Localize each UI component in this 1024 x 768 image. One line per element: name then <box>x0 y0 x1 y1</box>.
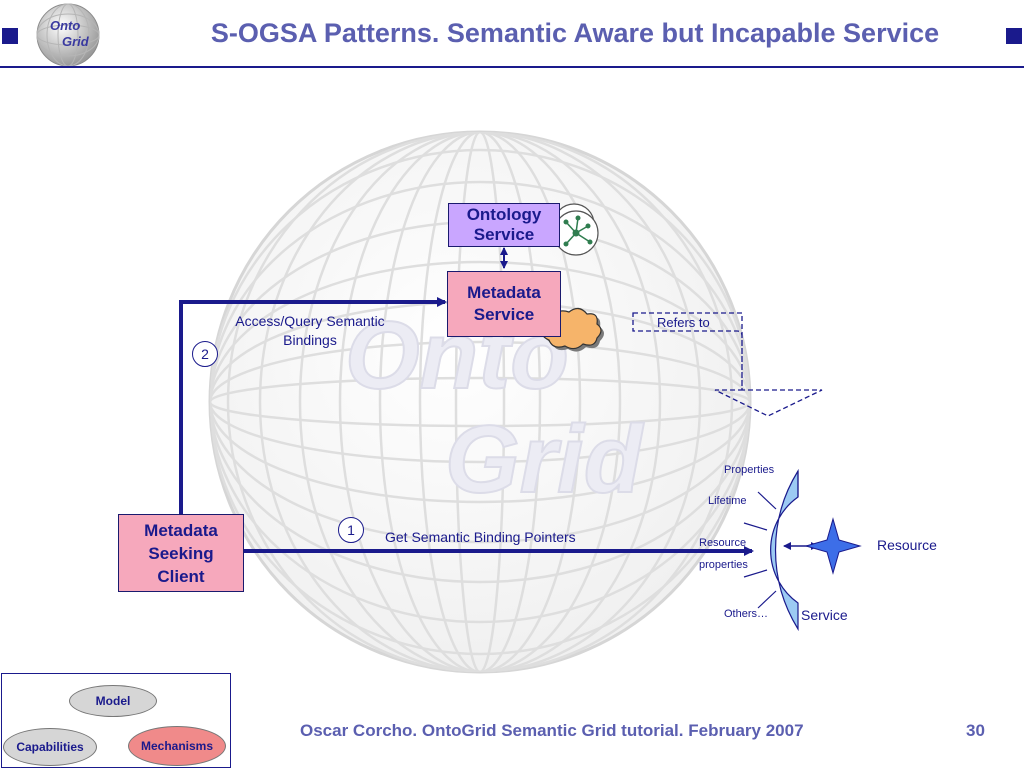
ontology-service-line1: Ontology <box>466 205 542 224</box>
service-part-resource: Resource <box>699 537 747 549</box>
metadata-seeking-client-box: Metadata Seeking Client <box>118 514 244 592</box>
slide-title: S-OGSA Patterns. Semantic Aware but Inca… <box>210 18 940 48</box>
resource-label: Resource <box>877 537 937 553</box>
metadata-service-box: Metadata Service <box>447 271 561 337</box>
header-square-left <box>2 28 18 44</box>
page-number: 30 <box>966 721 985 740</box>
logo-text-grid: Grid <box>62 34 90 49</box>
ontology-service-box: Ontology Service <box>448 203 560 247</box>
step1-number: 1 <box>338 517 364 543</box>
step1-label: Get Semantic Binding Pointers <box>385 529 576 545</box>
step2-label-line1: Access/Query Semantic <box>235 313 385 329</box>
refers-to-callout <box>632 312 823 417</box>
client-line3: Client <box>157 566 205 586</box>
service-part-others: Others… <box>724 608 769 620</box>
client-line2: Seeking <box>148 543 214 563</box>
service-part-properties2: properties <box>699 559 748 571</box>
metadata-service-line1: Metadata <box>467 283 541 302</box>
network-icon <box>553 203 599 256</box>
watermark-grid: Grid <box>445 406 645 513</box>
arrow-access-query <box>179 297 447 514</box>
title-underline <box>0 66 1024 68</box>
step2-label-line2: Bindings <box>283 332 337 348</box>
step2-number: 2 <box>192 341 218 367</box>
refers-to-label: Refers to <box>657 315 710 330</box>
service-part-properties: Properties <box>724 464 775 476</box>
resource-star-icon <box>804 517 862 575</box>
service-shape <box>743 468 799 632</box>
client-line1: Metadata <box>144 520 218 540</box>
metadata-service-line2: Service <box>473 305 535 324</box>
service-label: Service <box>801 607 848 623</box>
ontology-service-line2: Service <box>473 225 535 244</box>
footer-text: Oscar Corcho. OntoGrid Semantic Grid tut… <box>300 721 804 740</box>
legend-model: Model <box>69 685 157 717</box>
header-square-right <box>1006 28 1022 44</box>
logo-text-onto: Onto <box>50 18 80 33</box>
legend-capabilities: Capabilities <box>3 728 97 766</box>
service-part-lifetime: Lifetime <box>708 495 747 507</box>
step2-label: Access/Query Semantic Bindings <box>210 312 410 350</box>
legend-mechanisms: Mechanisms <box>128 726 226 766</box>
